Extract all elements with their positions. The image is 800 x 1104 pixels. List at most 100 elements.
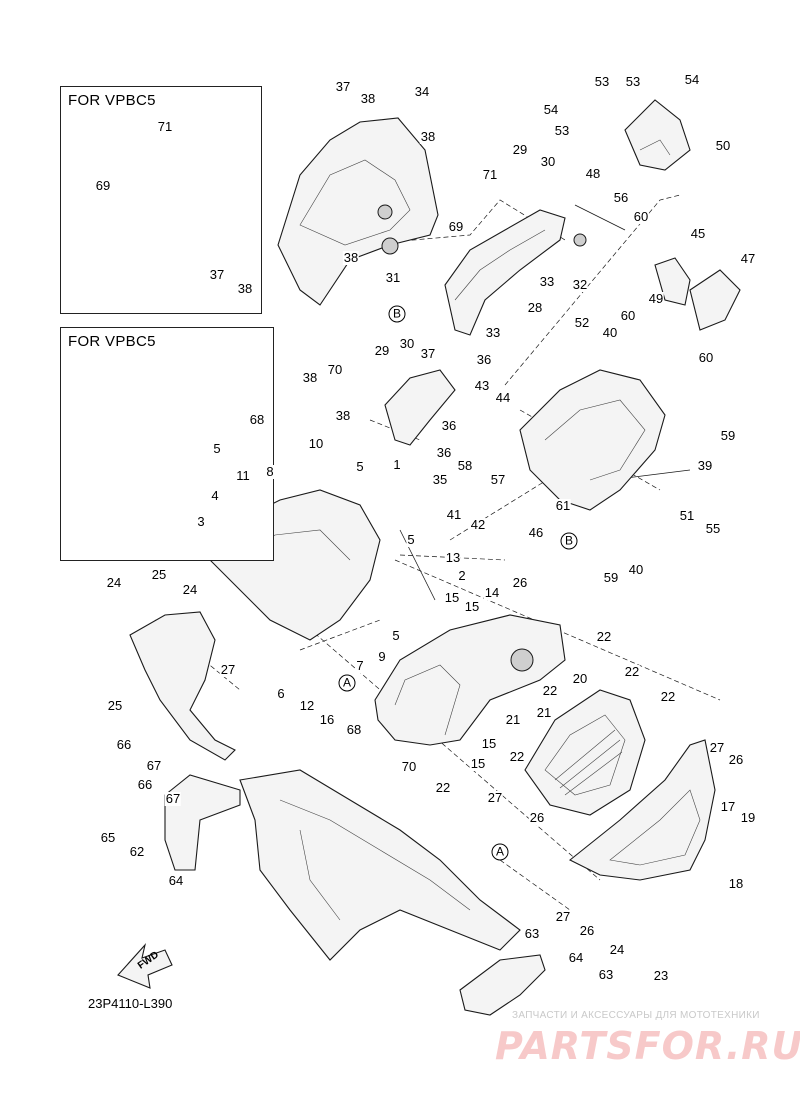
callout-label: 38 [419,129,437,144]
callout-label: 71 [156,119,174,134]
callout-label: 41 [445,507,463,522]
callout-label: 71 [481,167,499,182]
callout-label: 69 [447,219,465,234]
callout-label: 59 [719,428,737,443]
callout-label: 68 [248,412,266,427]
callout-label: 40 [601,325,619,340]
callout-label: 38 [236,281,254,296]
callout-label: 25 [106,698,124,713]
part-14-side-panel [374,614,566,746]
callout-label: 64 [167,873,185,888]
callout-label: 53 [624,74,642,89]
callout-label: 67 [145,758,163,773]
callout-label: 38 [359,91,377,106]
callout-label: 12 [298,698,316,713]
watermark-subtitle: ЗАПЧАСТИ И АКСЕССУАРЫ ДЛЯ МОТОТЕХНИКИ [512,1010,760,1021]
callout-label: 58 [456,458,474,473]
callout-label: 60 [697,350,715,365]
callout-label: 23 [652,968,670,983]
callout-label: 38 [301,370,319,385]
callout-label: 42 [469,517,487,532]
callout-label: 31 [384,270,402,285]
callout-label: 60 [619,308,637,323]
callout-label: 49 [647,291,665,306]
callout-label: 50 [714,138,732,153]
callout-label: 13 [444,550,462,565]
callout-label: 27 [219,662,237,677]
callout-label: 24 [608,942,626,957]
callout-label: 15 [469,756,487,771]
callout-label: 66 [136,777,154,792]
callout-label: 64 [567,950,585,965]
callout-label: 30 [539,154,557,169]
callout-label: 37 [208,267,226,282]
callout-label: 53 [593,74,611,89]
callout-label: 46 [527,525,545,540]
callout-label: 21 [535,705,553,720]
callout-label: 21 [504,712,522,727]
reference-marker: B [388,305,406,323]
callout-label: 30 [398,336,416,351]
callout-label: 24 [181,582,199,597]
reference-marker: A [338,674,356,692]
callout-label: 63 [523,926,541,941]
callout-label: 54 [683,72,701,87]
callout-label: 66 [115,737,133,752]
callout-label: 27 [708,740,726,755]
callout-label: 5 [406,532,416,547]
part-35 [384,369,456,446]
callout-label: 33 [484,325,502,340]
callout-label: 40 [627,562,645,577]
callout-label: 25 [150,567,168,582]
callout-label: 17 [719,799,737,814]
callout-label: 1 [392,457,402,472]
callout-label: 24 [105,575,123,590]
callout-label: 26 [528,810,546,825]
callout-label: 3 [196,514,206,529]
callout-label: 38 [342,250,360,265]
callout-label: 19 [739,810,757,825]
callout-label: 51 [678,508,696,523]
callout-label: 5 [391,628,401,643]
callout-label: 57 [489,472,507,487]
callout-label: 15 [443,590,461,605]
callout-label: 52 [573,315,591,330]
callout-label: 39 [696,458,714,473]
callout-label: 18 [727,876,745,891]
callout-label: 2 [457,568,467,583]
callout-label: 55 [704,521,722,536]
callout-label: 69 [94,178,112,193]
inset-title: FOR VPBC5 [68,92,156,109]
part-20-grille [524,689,646,816]
callout-label: 47 [739,251,757,266]
callout-label: 11 [235,468,251,483]
callout-label: 4 [210,488,220,503]
callout-label: 59 [602,570,620,585]
callout-label: 27 [554,909,572,924]
callout-label: 48 [584,166,602,181]
callout-label: 22 [659,689,677,704]
reference-marker: A [491,843,509,861]
callout-label: 70 [326,362,344,377]
callout-label: 29 [511,142,529,157]
callout-label: 53 [553,123,571,138]
reference-marker: B [560,532,578,550]
callout-label: 36 [435,445,453,460]
callout-label: 38 [334,408,352,423]
callout-label: 56 [612,190,630,205]
callout-label: 26 [578,923,596,938]
callout-label: 9 [377,649,387,664]
callout-label: 36 [475,352,493,367]
part-65 [164,774,241,871]
part-34-cover [277,117,439,306]
callout-label: 43 [473,378,491,393]
callout-label: 26 [727,752,745,767]
callout-label: 35 [431,472,449,487]
callout-label: 27 [486,790,504,805]
part-62 [459,954,546,1016]
callout-label: 15 [480,736,498,751]
callout-label: 8 [265,464,275,479]
callout-label: 68 [345,722,363,737]
callout-label: 22 [541,683,559,698]
callout-label: 15 [463,599,481,614]
